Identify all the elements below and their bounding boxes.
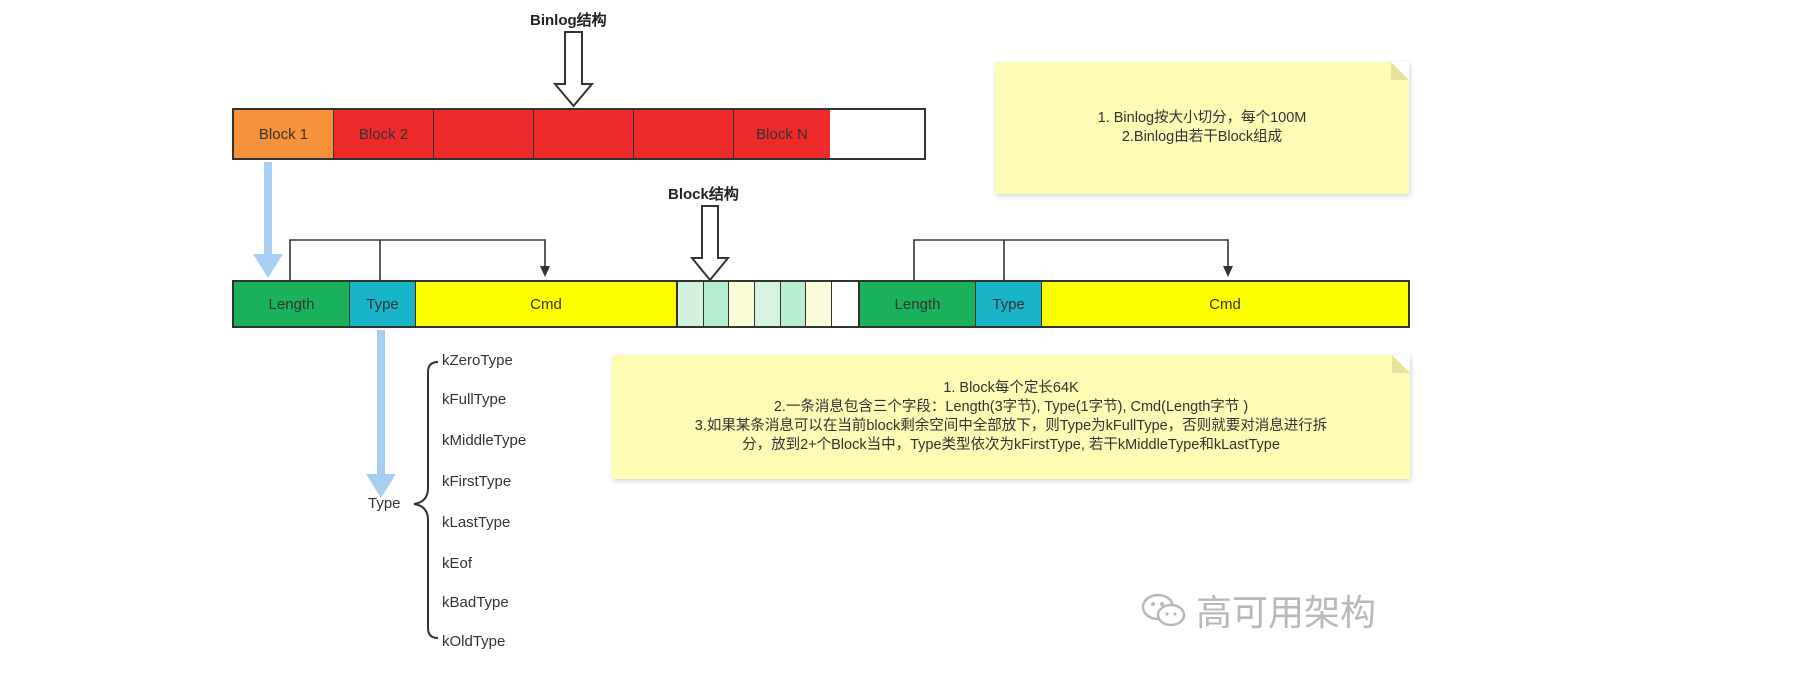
block-structure-title: Block结构 bbox=[668, 186, 739, 203]
binlog-block-4 bbox=[534, 110, 634, 158]
block-small-segment bbox=[832, 282, 858, 326]
blue-arrow-down-icon bbox=[253, 254, 283, 278]
block-field-cmd-2: Cmd bbox=[1042, 282, 1408, 326]
wechat-icon bbox=[1141, 593, 1186, 627]
binlog-block-5 bbox=[634, 110, 734, 158]
binlog-block-6: Block N bbox=[734, 110, 830, 158]
watermark-text: 高可用架构 bbox=[1196, 593, 1377, 634]
type-item-kmiddletype: kMiddleType bbox=[442, 432, 527, 449]
binlog-hollow-arrow-icon bbox=[552, 31, 595, 108]
block-note: 1. Block每个定长64K 2.一条消息包含三个字段：Length(3字节),… bbox=[612, 355, 1410, 479]
block-field-type-2: Type bbox=[976, 282, 1042, 326]
type-item-kfirsttype: kFirstType bbox=[442, 473, 512, 490]
block-small-segment bbox=[806, 282, 833, 326]
note-line: 2.一条消息包含三个字段：Length(3字节), Type(1字节), Cmd… bbox=[773, 399, 1249, 415]
note-line: 3.如果某条消息可以在当前block剩余空间中全部放下，则Type为kFullT… bbox=[694, 418, 1328, 434]
binlog-block-1: Block 1 bbox=[234, 110, 334, 158]
block-field-type: Type bbox=[350, 282, 416, 326]
block-field-length-2: Length bbox=[860, 282, 976, 326]
watermark: 高可用架构 bbox=[1140, 584, 1376, 636]
note-line: 分，放到2+个Block当中，Type类型依次为kFirstType, 若干kM… bbox=[742, 437, 1280, 453]
block-small-segment bbox=[780, 282, 807, 326]
type-tree-root-label: Type bbox=[368, 495, 401, 512]
type-item-kbadtype: kBadType bbox=[442, 594, 509, 611]
block-small-segment bbox=[755, 282, 781, 326]
blue-arrow-down-icon bbox=[366, 474, 396, 498]
binlog-note: 1. Binlog按大小切分，每个100M 2.Binlog由若干Block组成 bbox=[995, 62, 1409, 194]
note-line: 2.Binlog由若干Block组成 bbox=[1121, 129, 1283, 145]
connector-arrow-head-icon bbox=[540, 266, 550, 277]
binlog-block-3 bbox=[434, 110, 534, 158]
block-field-cmd: Cmd bbox=[416, 282, 676, 326]
binlog-structure-title: Binlog结构 bbox=[530, 12, 607, 29]
type-item-keof: kEof bbox=[442, 555, 473, 572]
connector-arrow-head-icon bbox=[1223, 266, 1233, 277]
block-hollow-arrow-icon bbox=[689, 205, 731, 282]
binlog-block-2: Block 2 bbox=[334, 110, 434, 158]
type-tree-brace bbox=[413, 361, 439, 639]
block-field-length: Length bbox=[234, 282, 350, 326]
type-item-klasttype: kLastType bbox=[442, 514, 511, 531]
block-small-segment bbox=[729, 282, 756, 326]
type-item-kfulltype: kFullType bbox=[442, 391, 507, 408]
note-line: 1. Block每个定长64K bbox=[943, 380, 1079, 396]
block-small-segment bbox=[678, 282, 704, 326]
type-item-kzerotype: kZeroType bbox=[442, 352, 513, 369]
note-fold-corner bbox=[1392, 355, 1410, 373]
block-middle-segments bbox=[676, 280, 860, 328]
type-item-koldtype: kOldType bbox=[442, 633, 506, 650]
note-fold-corner bbox=[1391, 62, 1409, 80]
block-small-segment bbox=[703, 282, 730, 326]
note-line: 1. Binlog按大小切分，每个100M bbox=[1097, 110, 1307, 126]
